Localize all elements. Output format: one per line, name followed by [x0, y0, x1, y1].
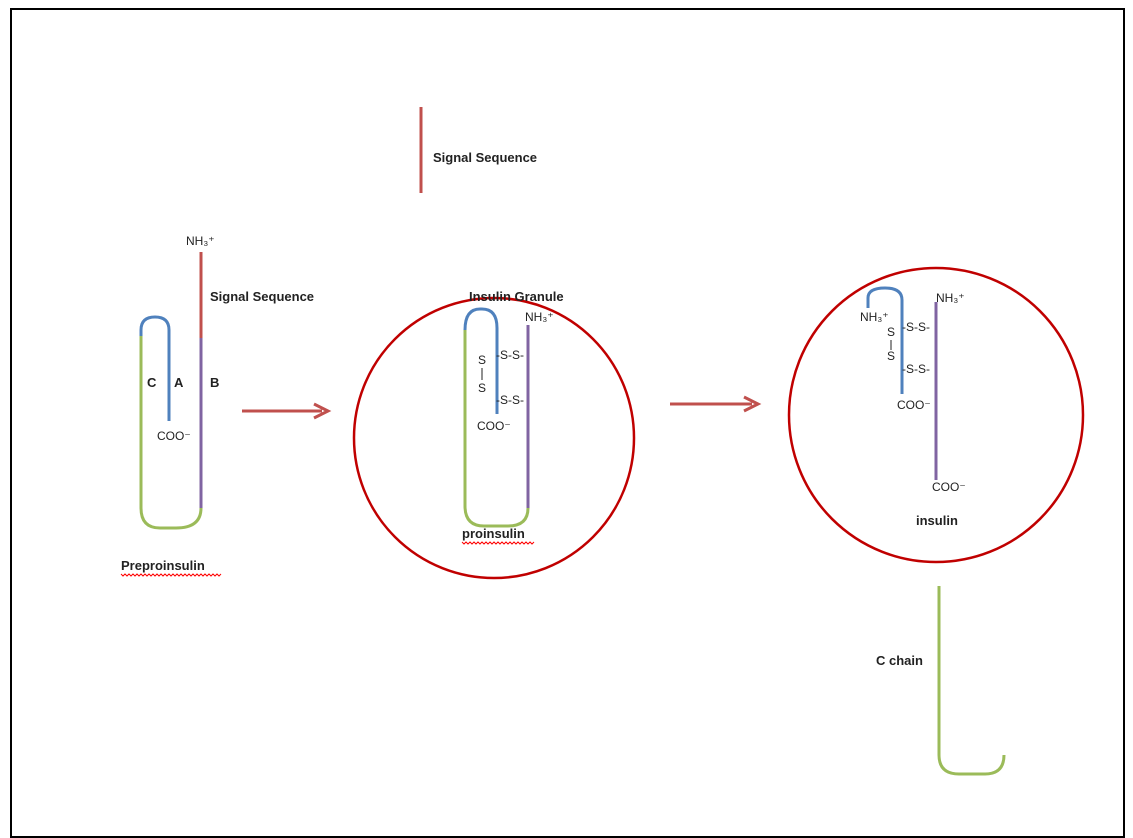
chain-b-label: B	[210, 375, 219, 390]
insulin-a-chain-coo-label: COO⁻	[897, 398, 931, 412]
insulin-a-chain-nh3-label: NH₃⁺	[860, 310, 889, 324]
insulin-label: insulin	[916, 513, 958, 528]
released-c-chain	[939, 586, 1004, 774]
proinsulin-intrachain-s-top: S	[478, 353, 486, 367]
chain-a-label: A	[174, 375, 184, 390]
preproinsulin-a-chain	[141, 317, 169, 421]
preproinsulin-signal-sequence-label: Signal Sequence	[210, 289, 314, 304]
insulin-a-chain	[868, 288, 902, 394]
insulin-granule-label: Insulin Granule	[469, 289, 564, 304]
proinsulin-intrachain-s-bottom: S	[478, 381, 486, 395]
proinsulin-spellcheck-underline	[462, 542, 534, 544]
preproinsulin-nh3-label: NH₃⁺	[186, 234, 215, 248]
proinsulin-structure	[465, 309, 528, 526]
insulin-b-chain-coo-label: COO⁻	[932, 480, 966, 494]
proinsulin-coo-label: COO⁻	[477, 419, 511, 433]
proinsulin-ss-bond-lower: -S-S-	[496, 393, 524, 407]
insulin-b-chain-nh3-label: NH₃⁺	[936, 291, 965, 305]
preproinsulin-coo-label: COO⁻	[157, 429, 191, 443]
proinsulin-label: proinsulin	[462, 526, 525, 541]
insulin-intrachain-s-top: S	[887, 325, 895, 339]
preproinsulin-label: Preproinsulin	[121, 558, 205, 573]
free-signal-sequence-label: Signal Sequence	[433, 150, 537, 165]
insulin-ss-bond-lower: -S-S-	[902, 362, 930, 376]
insulin-intrachain-s-bottom: S	[887, 349, 895, 363]
chain-c-label: C	[147, 375, 157, 390]
insulin-ss-bond-upper: -S-S-	[902, 320, 930, 334]
arrow-preproinsulin-to-proinsulin	[242, 404, 328, 418]
proinsulin-ss-bond-upper: -S-S-	[496, 348, 524, 362]
preproinsulin-structure	[141, 252, 201, 528]
arrow-proinsulin-to-insulin	[670, 397, 758, 411]
proinsulin-nh3-label: NH₃⁺	[525, 310, 554, 324]
c-chain-label: C chain	[876, 653, 923, 668]
preproinsulin-spellcheck-underline	[121, 574, 221, 576]
